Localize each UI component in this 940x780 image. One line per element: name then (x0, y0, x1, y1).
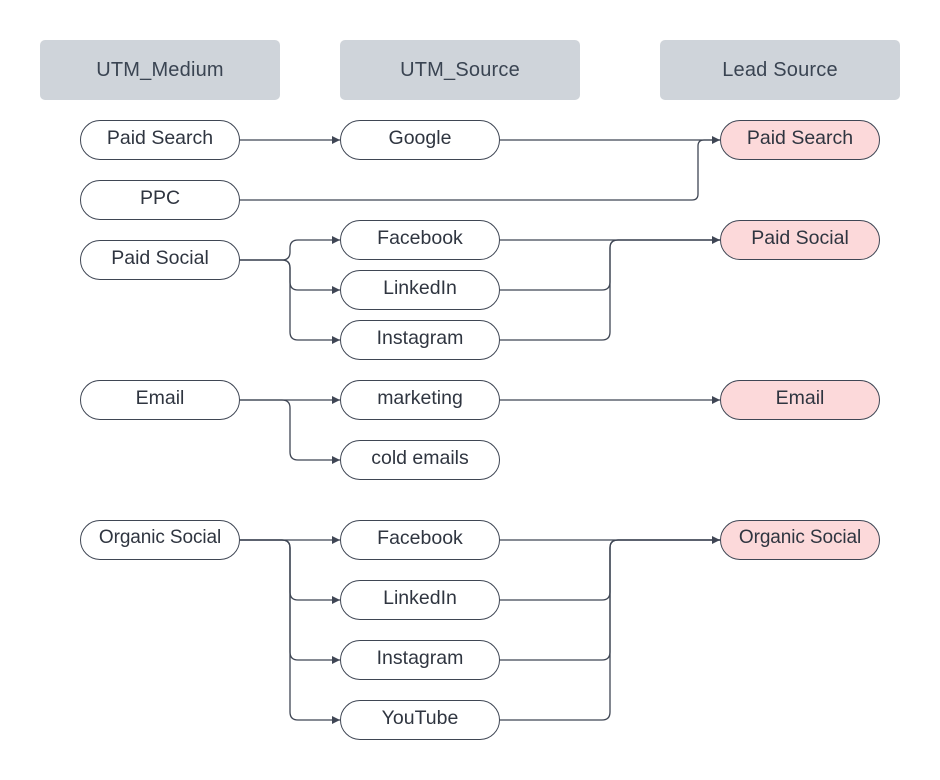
source-node-organic-linkedin: LinkedIn (340, 580, 500, 620)
connector-organic-social-to-youtube (240, 539, 340, 724)
header-utm-source: UTM_Source (340, 40, 580, 100)
medium-node-organic-social: Organic Social (80, 520, 240, 560)
connector-ppc-to-lead-paid-search (240, 139, 720, 201)
medium-node-paid-search: Paid Search (80, 120, 240, 160)
medium-node-ppc: PPC (80, 180, 240, 220)
connector-paid-social-to-instagram (240, 259, 340, 344)
lead-node-paid-social: Paid Social (720, 220, 880, 260)
source-node-paid-instagram: Instagram (340, 320, 500, 360)
header-utm-medium: UTM_Medium (40, 40, 280, 100)
medium-node-paid-social: Paid Social (80, 240, 240, 280)
source-node-paid-facebook: Facebook (340, 220, 500, 260)
source-node-organic-instagram: Instagram (340, 640, 500, 680)
source-node-organic-youtube: YouTube (340, 700, 500, 740)
lead-node-paid-search: Paid Search (720, 120, 880, 160)
connector-paid-social-to-facebook (240, 236, 340, 261)
source-node-google: Google (340, 120, 500, 160)
lead-node-organic-social: Organic Social (720, 520, 880, 560)
source-node-cold-emails: cold emails (340, 440, 500, 480)
lead-node-email: Email (720, 380, 880, 420)
medium-node-email: Email (80, 380, 240, 420)
connector-instagram-to-lead-paid-social (500, 239, 720, 341)
source-node-paid-linkedin: LinkedIn (340, 270, 500, 310)
source-node-marketing: marketing (340, 380, 500, 420)
connector-email-to-cold-emails (240, 399, 340, 464)
header-lead-source: Lead Source (660, 40, 900, 100)
connector-organic-youtube-to-lead (500, 539, 720, 721)
source-node-organic-facebook: Facebook (340, 520, 500, 560)
